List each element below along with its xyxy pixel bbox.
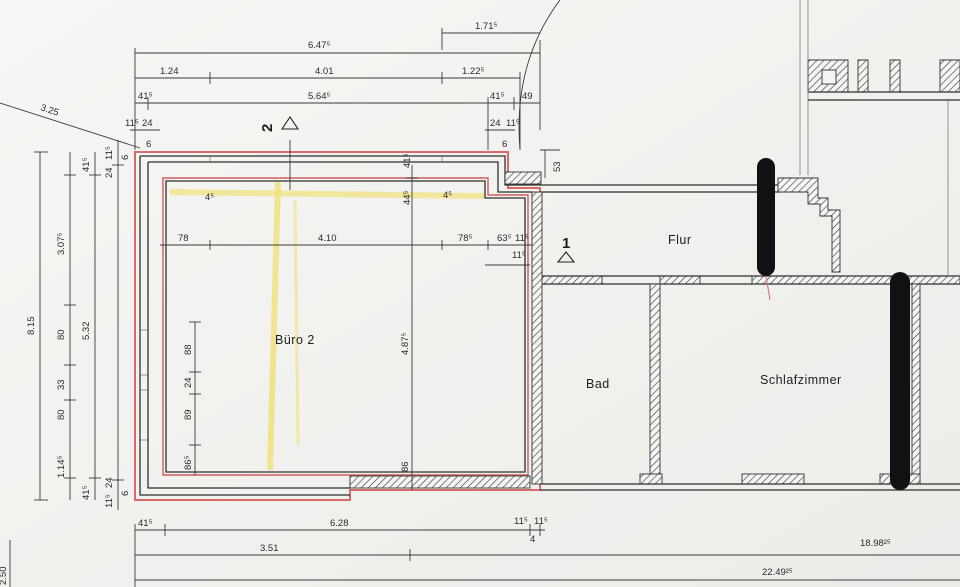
dim-label: 44⁵ — [402, 190, 413, 205]
dim-label: 78⁵ — [458, 233, 473, 244]
dim-label: 6.47⁵ — [308, 40, 330, 51]
dim-label: 11⁵ — [506, 118, 520, 129]
dim-label: 11⁵ — [512, 250, 526, 261]
dim-label: 53 — [552, 161, 563, 172]
inner-dimension-lines — [160, 140, 560, 490]
dim-label: 41⁵ — [81, 485, 92, 500]
dim-label: 11⁵ — [125, 118, 139, 129]
dim-label: 11⁵ — [514, 516, 528, 527]
section-markers: 2 1 — [259, 116, 576, 263]
dim-label: 41⁵ — [402, 153, 413, 168]
dim-label: 4.01 — [315, 66, 334, 77]
dim-label: 4.10 — [318, 233, 337, 244]
dim-label: 18.98²⁵ — [860, 538, 891, 549]
section-mark-1: 1 — [562, 235, 570, 252]
dim-label: 80 — [56, 409, 67, 420]
dim-label: 89 — [183, 409, 194, 420]
bottom-dimension-chains — [134, 524, 960, 587]
dim-label: 24 — [183, 377, 194, 388]
dim-label: 6 — [120, 155, 131, 160]
room-labels: Büro 2 Flur Bad Schlafzimmer — [275, 233, 842, 391]
dim-label: 6 — [146, 139, 151, 150]
dim-label: 4.87⁵ — [400, 333, 411, 355]
section-triangle-icon — [280, 116, 300, 130]
room-label-bad: Bad — [586, 377, 610, 391]
dim-label: 41⁵ — [138, 91, 153, 102]
right-rooms-walls — [531, 0, 960, 491]
left-dimension-labels: 8.15 3.07⁵ 80 33 80 1.14⁵ 5.32 41⁵ 24 11… — [0, 146, 131, 585]
dim-label: 1.14⁵ — [56, 456, 67, 478]
room-label-schlafzimmer: Schlafzimmer — [760, 373, 842, 387]
dim-label: 4⁵ — [205, 192, 214, 203]
dim-label: 11⁵ — [104, 146, 115, 160]
dim-label: 33 — [56, 379, 67, 390]
dim-label: 80 — [56, 329, 67, 340]
buero-walls — [134, 151, 542, 501]
dim-label: 24 — [104, 167, 115, 178]
dim-label: 41⁵ — [490, 91, 505, 102]
top-dimension-chains — [0, 0, 561, 151]
dim-label: 24 — [142, 118, 153, 129]
dim-label: 6 — [502, 139, 507, 150]
dim-label: 86⁵ — [183, 455, 194, 470]
dim-label: 2.50 — [0, 567, 9, 586]
dim-label: 5.32 — [81, 322, 92, 341]
dim-label: 63⁵ — [497, 233, 512, 244]
dim-label: 5.64⁵ — [308, 91, 330, 102]
dim-label: 8.15 — [26, 317, 37, 336]
dim-label: 49 — [522, 91, 533, 102]
dim-label: 88 — [183, 344, 194, 355]
dim-label: 11⁵ — [534, 516, 548, 527]
section-triangle-icon — [556, 251, 576, 263]
room-label-buero: Büro 2 — [275, 333, 315, 347]
dim-label: 6.28 — [330, 518, 349, 529]
dim-label: 24 — [490, 118, 501, 129]
dim-label: 41⁵ — [138, 518, 153, 529]
top-dimension-labels: 1.71⁵ 6.47⁵ 1.24 4.01 1.22⁵ 41⁵ 5.64⁵ 41… — [39, 21, 533, 150]
dim-label: 1.24 — [160, 66, 179, 77]
dim-label: 11⁵ — [104, 494, 115, 508]
dim-label: 1.22⁵ — [462, 66, 484, 77]
dim-label: 41⁵ — [81, 157, 92, 172]
dim-label: 11⁵ — [515, 233, 529, 244]
bottom-dimension-labels: 41⁵ 6.28 11⁵ 11⁵ 4 3.51 18.98²⁵ 22.49²⁵ — [138, 516, 891, 578]
dim-label: 24 — [104, 477, 115, 488]
dim-label: 1.71⁵ — [475, 21, 497, 32]
dim-label: 4⁵ — [443, 190, 452, 201]
dim-label: 22.49²⁵ — [762, 567, 793, 578]
dim-label: 78 — [178, 233, 189, 244]
dim-label: 6 — [120, 491, 131, 496]
dim-label: 3.25 — [39, 102, 60, 118]
dim-label: 86 — [400, 461, 411, 472]
room-label-flur: Flur — [668, 233, 692, 247]
section-mark-2: 2 — [259, 124, 276, 132]
inner-dimension-labels: 78 4.10 78⁵ 63⁵ 11⁵ 11⁵ 4⁵ 4⁵ 44⁵ 41⁵ 4.… — [178, 153, 563, 472]
left-dimension-chains — [9, 140, 124, 587]
dim-label: 4 — [530, 534, 535, 545]
dim-label: 3.07⁵ — [56, 233, 67, 255]
dim-label: 3.51 — [260, 543, 279, 554]
